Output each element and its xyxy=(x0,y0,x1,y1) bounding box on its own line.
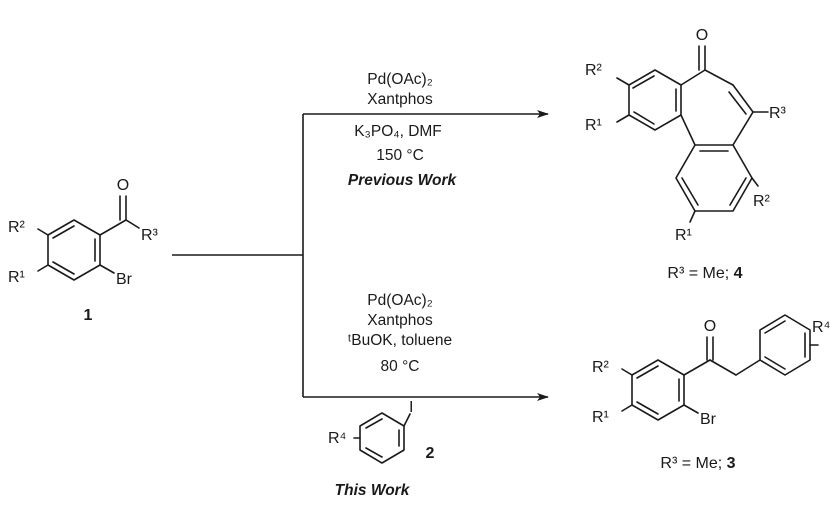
compound-4-caption: R³ = Me; 4 xyxy=(667,265,742,282)
this-work-conditions: Pd(OAc)₂ Xantphos ᵗBuOK, toluene 80 °C T… xyxy=(335,292,452,499)
compound-4-r2-lower-label: R² xyxy=(753,193,771,210)
compound-1-br-label: Br xyxy=(116,271,133,288)
this-ligand: Xantphos xyxy=(367,312,433,329)
compound-4-r3-label: R³ xyxy=(769,105,787,122)
reaction-arrows xyxy=(172,110,549,401)
this-base-solvent: ᵗBuOK, toluene xyxy=(348,332,452,349)
compound-4-oxygen-label: O xyxy=(696,27,708,44)
compound-3-number: 3 xyxy=(727,455,736,472)
compound-4-structure: O R³ R² R¹ R¹ R² R³ = Me; 4 xyxy=(585,27,787,282)
compound-2-iodine-label: I xyxy=(409,399,413,416)
compound-4-r1-upper-label: R¹ xyxy=(585,117,602,134)
compound-2-r4-label: R⁴ xyxy=(328,430,347,447)
this-catalyst: Pd(OAc)₂ xyxy=(367,292,432,309)
compound-1-r2-label: R² xyxy=(8,219,26,236)
previous-catalyst: Pd(OAc)₂ xyxy=(367,71,432,88)
previous-temperature: 150 °C xyxy=(376,147,424,164)
compound-1-bonds xyxy=(37,195,140,281)
compound-3-oxygen-label: O xyxy=(704,318,716,335)
compound-3-r2-label: R² xyxy=(592,359,610,376)
compound-4-caption-text: R³ = Me; xyxy=(667,265,733,282)
compound-3-structure: O Br R² R¹ R⁴ R³ = Me; 3 xyxy=(592,314,831,472)
compound-3-r1-label: R¹ xyxy=(592,409,609,426)
previous-work-conditions: Pd(OAc)₂ Xantphos K₃PO₄, DMF 150 °C Prev… xyxy=(348,71,458,189)
compound-3-bonds xyxy=(621,314,819,421)
compound-3-caption-text: R³ = Me; xyxy=(660,455,726,472)
compound-2-number: 2 xyxy=(426,445,435,462)
compound-1-structure: O R³ Br R² R¹ 1 xyxy=(8,177,159,324)
compound-1-oxygen-label: O xyxy=(117,177,129,194)
compound-3-caption: R³ = Me; 3 xyxy=(660,455,735,472)
compound-1-r1-label: R¹ xyxy=(8,269,25,286)
compound-4-bonds xyxy=(616,45,769,223)
compound-4-r1-lower-label: R¹ xyxy=(675,227,692,244)
compound-4-r2-upper-label: R² xyxy=(585,62,603,79)
compound-4-number: 4 xyxy=(734,265,743,282)
previous-ligand: Xantphos xyxy=(367,91,433,108)
compound-3-br-label: Br xyxy=(700,411,717,428)
this-work-title: This Work xyxy=(335,482,411,499)
this-temperature: 80 °C xyxy=(381,358,420,375)
compound-1-r3-label: R³ xyxy=(141,227,159,244)
compound-3-r4-label: R⁴ xyxy=(812,319,831,336)
compound-2-structure: I R⁴ 2 xyxy=(328,399,435,464)
previous-base-solvent: K₃PO₄, DMF xyxy=(354,123,442,140)
compound-1-number: 1 xyxy=(84,307,93,324)
compound-2-bonds xyxy=(353,412,411,464)
previous-work-title: Previous Work xyxy=(348,172,458,189)
